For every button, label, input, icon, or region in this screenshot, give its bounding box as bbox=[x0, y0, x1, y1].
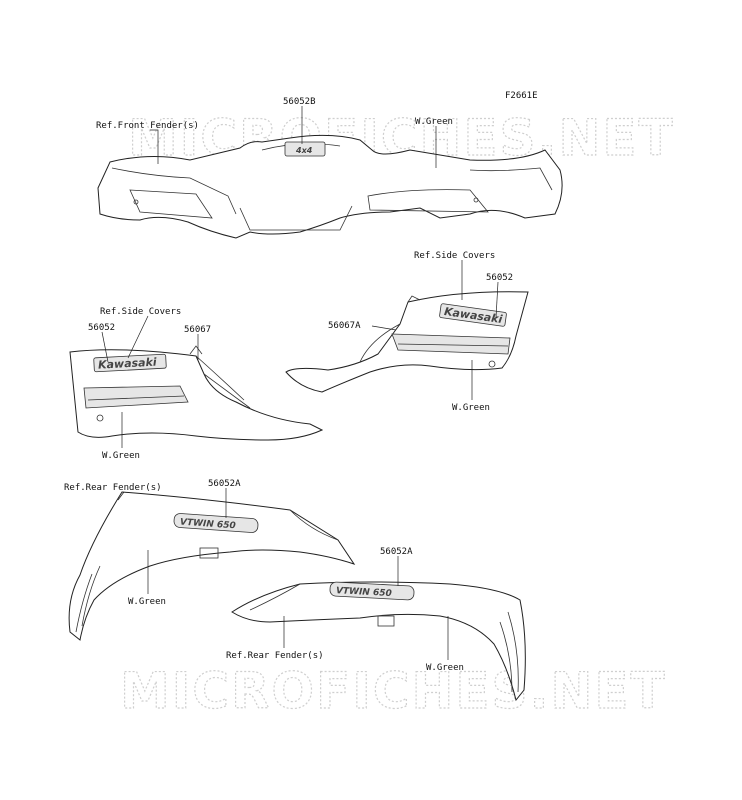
front-badge-text: 4x4 bbox=[295, 146, 313, 155]
callout-left-color: W.Green bbox=[102, 451, 140, 461]
callout-rear-left-color: W.Green bbox=[128, 597, 166, 607]
callout-front-color: W.Green bbox=[415, 117, 453, 127]
callout-left-ref: Ref.Side Covers bbox=[100, 307, 181, 317]
left-brand-decal bbox=[93, 353, 167, 373]
callout-rear-left-ref: Ref.Rear Fender(s) bbox=[64, 483, 162, 493]
callout-right-color: W.Green bbox=[452, 403, 490, 413]
rear-left-model-text: VTWIN 650 bbox=[180, 517, 236, 531]
left-brand-text: Kawasaki bbox=[98, 356, 157, 372]
callout-left-part-b: 56067 bbox=[184, 325, 211, 335]
callout-rear-right-ref: Ref.Rear Fender(s) bbox=[226, 651, 324, 661]
callout-left-part-a: 56052 bbox=[88, 323, 115, 333]
callout-right-ref: Ref.Side Covers bbox=[414, 251, 495, 261]
right-stripe-decal bbox=[391, 333, 511, 355]
left-side-cover: Kawasaki bbox=[69, 345, 324, 441]
callout-right-part-a: 56052 bbox=[486, 273, 513, 283]
rear-left-model-decal bbox=[173, 513, 259, 533]
callout-rear-right-part: 56052A bbox=[380, 547, 413, 557]
front-badge-decal bbox=[284, 141, 326, 157]
rear-right-model-decal bbox=[329, 581, 415, 601]
rear-fender-right: VTWIN 650 bbox=[231, 581, 526, 702]
left-stripe-decal bbox=[83, 385, 189, 409]
callout-rear-right-color: W.Green bbox=[426, 663, 464, 673]
figure-code: F2661E bbox=[505, 91, 538, 101]
rear-fender-left: VTWIN 650 bbox=[68, 491, 356, 641]
callout-front-ref: Ref.Front Fender(s) bbox=[96, 121, 199, 131]
rear-right-model-text: VTWIN 650 bbox=[336, 586, 392, 599]
callout-front-part: 56052B bbox=[283, 97, 316, 107]
right-side-cover: Kawasaki bbox=[285, 291, 529, 393]
front-fender: 4x4 bbox=[97, 134, 563, 239]
right-brand-decal bbox=[439, 303, 507, 327]
callout-rear-left-part: 56052A bbox=[208, 479, 241, 489]
callout-right-part-b: 56067A bbox=[328, 321, 361, 331]
watermark-bottom: MICROFICHES.NET bbox=[120, 662, 667, 720]
